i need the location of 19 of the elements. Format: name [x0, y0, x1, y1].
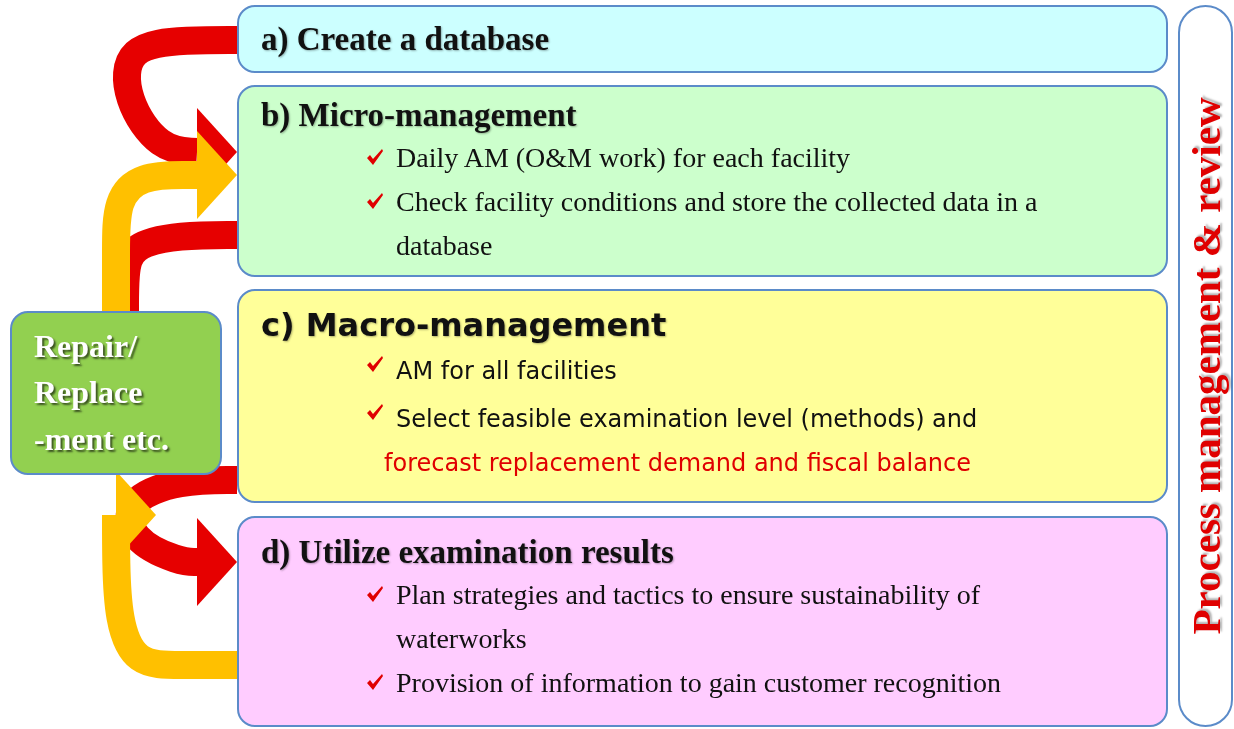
- step-box: [237, 516, 1168, 727]
- step-heading: c) Macro-management: [261, 305, 667, 345]
- step-box: [237, 5, 1168, 73]
- bullet-text: Check facility conditions and store the collected data in a database: [396, 185, 1039, 264]
- bullet-text: Provision of information to gain customer recognition: [396, 666, 1001, 701]
- bullet-text: AM for all facilities: [396, 356, 617, 387]
- side-label: Process management & review: [1181, 97, 1230, 635]
- step-heading: a) Create a database: [261, 20, 550, 59]
- bullet-text: Select feasible examination level (methods) and: [396, 404, 978, 435]
- action-box: [10, 311, 222, 475]
- step-heading: b) Micro-management: [261, 96, 577, 135]
- step-box: [237, 85, 1168, 277]
- bullet-text: Plan strategies and tactics to ensure sustainability of waterworks: [396, 578, 981, 657]
- side-panel: [1178, 5, 1233, 727]
- action-label: Repair/ Replace -ment etc.: [34, 327, 171, 459]
- bullet-text: Daily AM (O&M work) for each facility: [396, 141, 851, 176]
- bullet-text: forecast replacement demand and fiscal balance: [384, 448, 971, 479]
- step-heading: d) Utilize examination results: [261, 533, 674, 572]
- step-box: [237, 289, 1168, 503]
